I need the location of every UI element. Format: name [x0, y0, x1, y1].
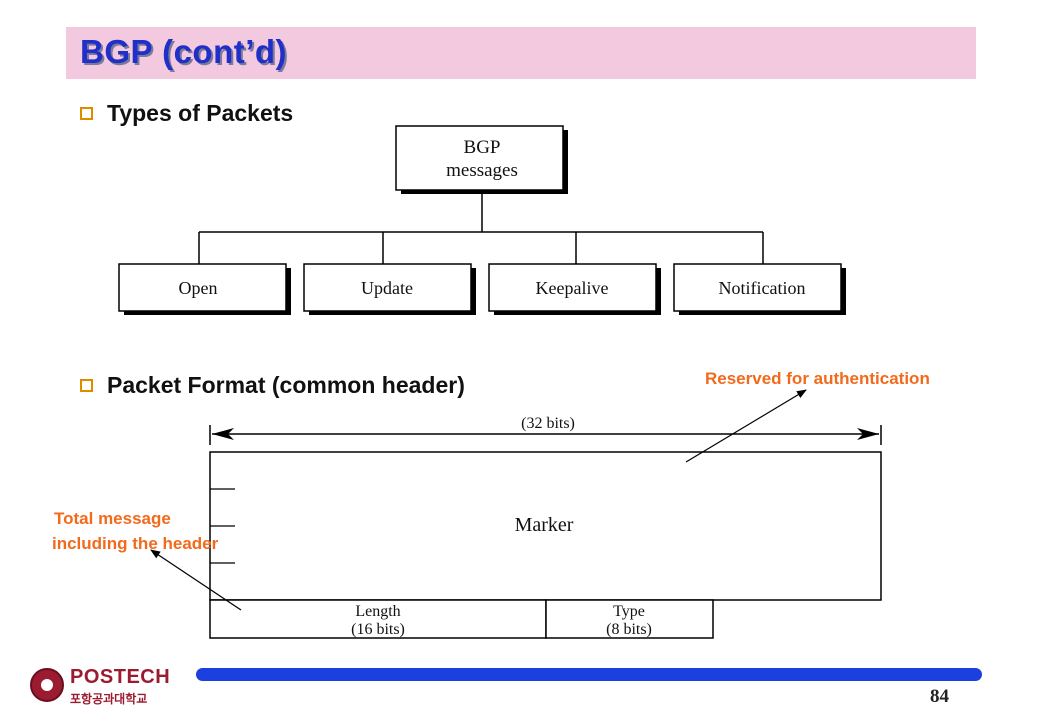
marker-field: Marker [209, 451, 882, 601]
postech-logo: POSTECH 포항공과대학교 [30, 666, 190, 710]
logo-name: POSTECH [70, 666, 171, 688]
tree-child-open: Open [118, 263, 291, 315]
marker-label: Marker [515, 514, 574, 536]
length-bits: (16 bits) [351, 621, 405, 638]
checkbox-bullet-icon [80, 379, 93, 392]
annotation-total-line1: Total message [54, 509, 171, 528]
child-label-notification: Notification [719, 278, 806, 298]
root-label-line2: messages [446, 160, 518, 181]
logo-subtitle: 포항공과대학교 [70, 692, 148, 706]
annotation-total-message: Total message including the header [52, 506, 219, 556]
tree-root-node: BGP messages [395, 125, 568, 194]
type-field: Type (8 bits) [545, 599, 714, 639]
tree-connectors [198, 194, 764, 264]
bullet-types-of-packets: Types of Packets [80, 100, 293, 127]
annotation-reserved: Reserved for authentication [705, 369, 930, 388]
tree-child-keepalive: Keepalive [488, 263, 661, 315]
page-number: 84 [930, 686, 949, 707]
bullet-text: Packet Format (common header) [107, 372, 465, 398]
footer-bar [196, 668, 982, 681]
annotation-total-line2: including the header [52, 534, 219, 553]
total-arrow [150, 549, 242, 611]
width-label: (32 bits) [521, 415, 575, 432]
postech-emblem-icon [30, 668, 64, 702]
bullet-packet-format: Packet Format (common header) [80, 372, 465, 399]
child-label-open: Open [179, 278, 218, 298]
root-label-line1: BGP [464, 137, 501, 158]
tree-child-notification: Notification [673, 263, 846, 315]
header-width-dimension: (32 bits) [209, 415, 882, 445]
bullet-text: Types of Packets [107, 100, 294, 126]
type-bits: (8 bits) [606, 621, 652, 638]
title-bar [66, 27, 976, 79]
checkbox-bullet-icon [80, 107, 93, 120]
length-field: Length (16 bits) [209, 599, 547, 639]
length-label: Length [355, 603, 400, 620]
child-label-keepalive: Keepalive [536, 278, 609, 298]
tree-child-update: Update [303, 263, 476, 315]
reserved-arrow [685, 389, 807, 463]
child-label-update: Update [361, 278, 413, 298]
slide-title: BGP (cont’d) [80, 33, 288, 70]
type-label: Type [613, 603, 645, 620]
